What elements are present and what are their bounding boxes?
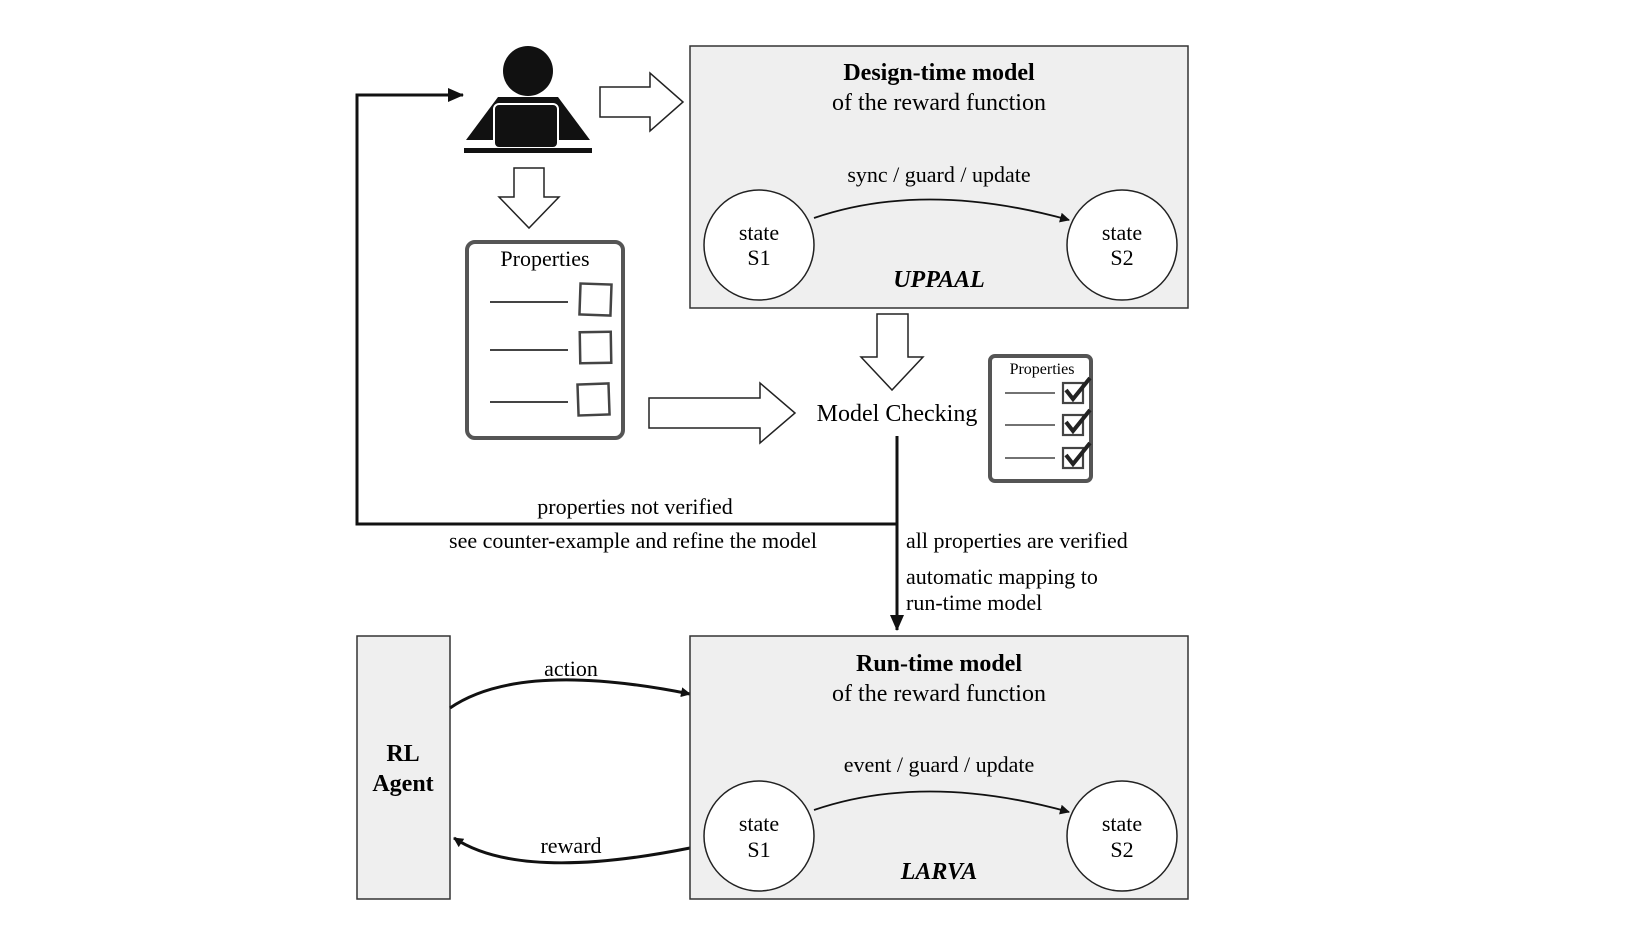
runtime-model-subtitle: of the reward function [832, 681, 1046, 707]
agent-label-2: Agent [372, 771, 433, 797]
runtime-state-s1 [703, 780, 815, 892]
checked-box-icon [1061, 446, 1085, 470]
design-transition-label: sync / guard / update [847, 162, 1030, 187]
not-verified-label: properties not verified [537, 494, 733, 519]
model-checking-label: Model Checking [817, 401, 978, 427]
user-to-properties-arrow [497, 167, 561, 230]
runtime-model-title: Run-time model [856, 651, 1022, 677]
user-to-design-arrow [599, 71, 685, 133]
runtime-state-s2 [1066, 780, 1178, 892]
design-state-s2-label-2: S2 [1110, 245, 1133, 270]
properties-document: Properties [465, 240, 625, 440]
runtime-state-s2-label-1: state [1102, 811, 1142, 836]
mapping-label-2: run-time model [906, 590, 1042, 615]
reward-edge [453, 836, 691, 865]
checkmark-icon [1064, 408, 1092, 435]
runtime-tool-label: LARVA [900, 859, 977, 885]
rl-agent-box: RL Agent [356, 635, 451, 900]
design-state-s1-label-1: state [739, 220, 779, 245]
checkbox-icon [576, 382, 611, 417]
runtime-state-s2-label-2: S2 [1110, 837, 1133, 862]
user-icon [464, 46, 592, 153]
design-model-title: Design-time model [843, 60, 1035, 86]
refine-feedback-edge [355, 88, 899, 526]
checked-properties-document: Properties [988, 354, 1093, 483]
action-label: action [544, 656, 598, 681]
runtime-state-s1-label-1: state [739, 811, 779, 836]
design-state-s2 [1066, 189, 1178, 301]
runtime-state-s1-label-2: S1 [747, 837, 770, 862]
checked-properties-title: Properties [1010, 361, 1075, 378]
design-model-subtitle: of the reward function [832, 90, 1046, 116]
action-edge [449, 678, 691, 710]
checkbox-icon [578, 282, 613, 317]
refine-model-label: see counter-example and refine the model [449, 528, 817, 553]
design-time-model-box: Design-time model of the reward function… [689, 45, 1189, 309]
checkmark-icon [1064, 441, 1092, 468]
checked-box-icon [1061, 413, 1085, 437]
properties-to-checking-arrow [648, 381, 797, 445]
design-to-checking-arrow [859, 313, 925, 392]
design-state-s1 [703, 189, 815, 301]
design-tool-label: UPPAAL [893, 267, 985, 293]
agent-label-1: RL [386, 741, 419, 767]
checkmark-icon [1064, 376, 1092, 403]
mapping-label-1: automatic mapping to [906, 564, 1098, 589]
verified-label: all properties are verified [906, 528, 1128, 553]
runtime-transition-label: event / guard / update [844, 752, 1035, 777]
properties-title: Properties [500, 246, 589, 271]
design-state-s1-label-2: S1 [747, 245, 770, 270]
checked-box-icon [1061, 381, 1085, 405]
design-transition-edge [813, 198, 1070, 223]
reward-label: reward [540, 833, 601, 858]
design-state-s2-label-1: state [1102, 220, 1142, 245]
checkbox-icon [578, 330, 613, 365]
run-time-model-box: Run-time model of the reward function ev… [689, 635, 1189, 900]
runtime-transition-edge [813, 790, 1070, 815]
